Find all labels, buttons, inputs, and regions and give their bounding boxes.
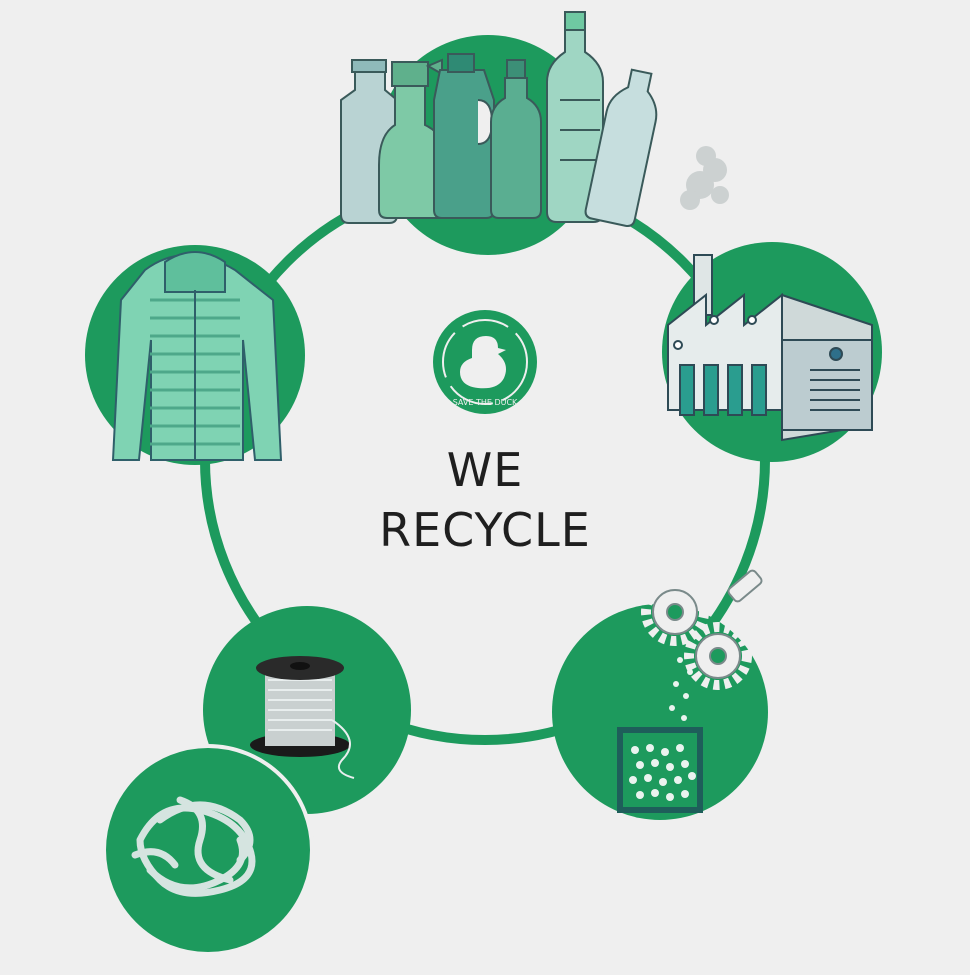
- puffer-jacket-icon: [111, 251, 283, 461]
- step-circle-fiber: [102, 744, 314, 956]
- thread-spool-icon: [250, 656, 355, 779]
- smoke-icon: [680, 146, 729, 210]
- save-the-duck-logo: SAVE THE DUCK: [433, 310, 537, 414]
- gears-pellets-icon: [617, 569, 763, 813]
- logo-text: SAVE THE DUCK: [453, 398, 518, 407]
- duck-icon: [460, 336, 506, 389]
- title-line-2: RECYCLE: [379, 503, 591, 557]
- plastic-bottles-icon: [340, 11, 658, 227]
- fiber-padding-icon: [131, 796, 256, 897]
- factory-icon: [667, 254, 873, 442]
- diagram-title: WE RECYCLE: [300, 440, 670, 560]
- title-line-1: WE: [446, 443, 524, 497]
